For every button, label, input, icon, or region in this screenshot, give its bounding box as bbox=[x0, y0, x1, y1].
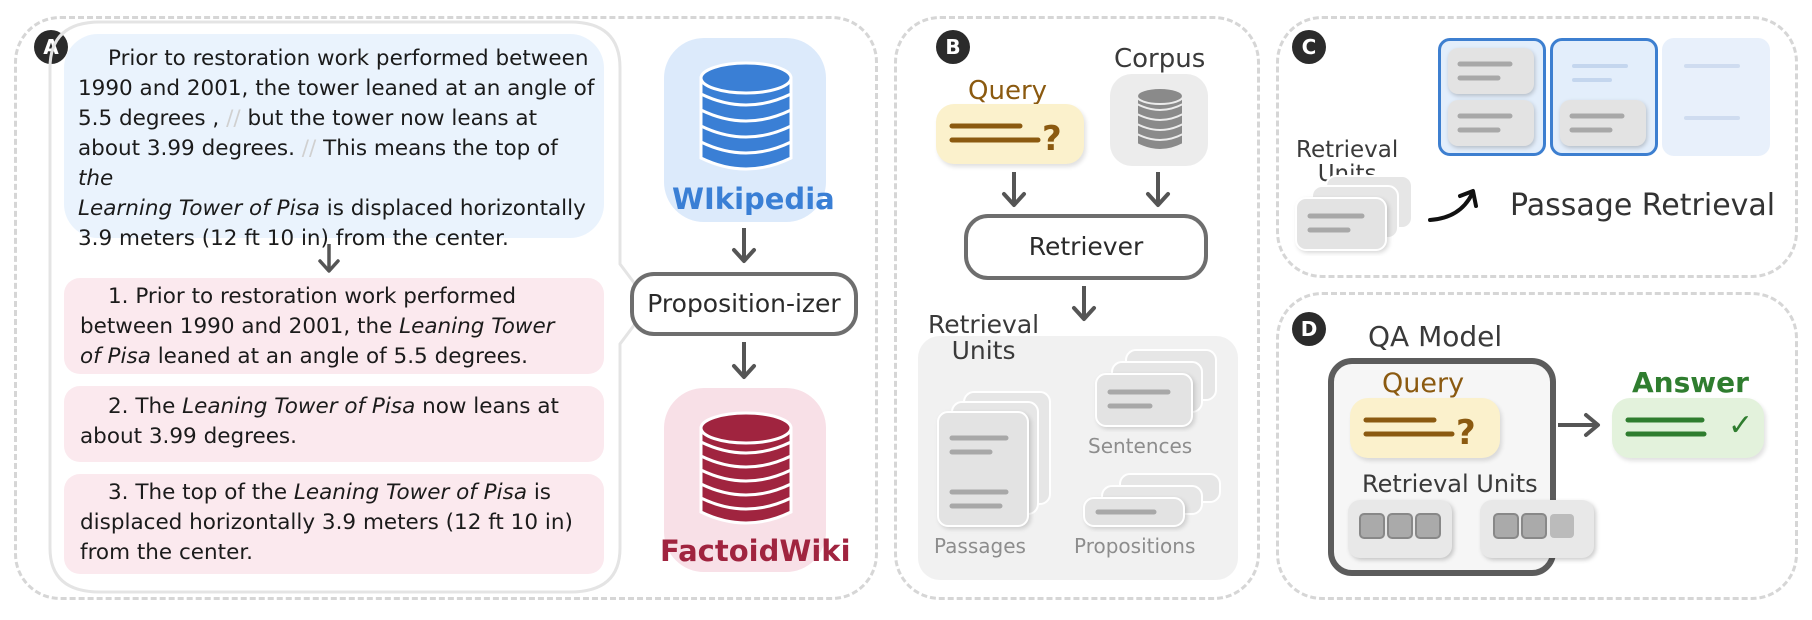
source-line-4b: This means the top of bbox=[323, 136, 558, 161]
retrieved-units-chips bbox=[1348, 500, 1594, 558]
prop-2-line-2: about 3.99 degrees. bbox=[80, 424, 297, 449]
source-line-3b: but the tower now leans at bbox=[247, 106, 538, 131]
panel-b-badge: B bbox=[936, 30, 970, 64]
panel-c bbox=[1276, 16, 1798, 278]
passage-bubble-outline bbox=[48, 20, 640, 594]
proposition-2: 2. The Leaning Tower of Pisa now leans a… bbox=[64, 386, 604, 462]
source-line-3: 5.5 degrees , bbox=[78, 106, 220, 131]
propositionizer-label: Proposition-izer bbox=[647, 289, 841, 318]
source-passage: Prior to restoration work performed betw… bbox=[78, 44, 598, 254]
source-line-2: 1990 and 2001, the tower leaned at an an… bbox=[78, 76, 595, 101]
prop-2-line-1c: now leans at bbox=[415, 394, 559, 419]
propositionizer-box: Proposition-izer bbox=[630, 272, 858, 336]
retrieval-units-label-c: Retrieval Units bbox=[1296, 137, 1399, 187]
down-arrow-icon bbox=[1146, 172, 1170, 207]
passage-card-1-units bbox=[1448, 48, 1534, 146]
passage-card-2-units bbox=[1560, 64, 1646, 146]
passage-retrieval-label: Passage Retrieval bbox=[1510, 188, 1776, 223]
prop-1-line-2b: Leaning Tower bbox=[399, 314, 555, 339]
checkmark-icon: ✓ bbox=[1728, 408, 1754, 443]
panel-d bbox=[1276, 292, 1798, 600]
qa-retrieval-units-label: Retrieval Units bbox=[1362, 470, 1538, 498]
down-arrow-icon bbox=[1002, 172, 1026, 207]
source-line-1: Prior to restoration work performed betw… bbox=[108, 46, 589, 71]
factoidwiki-database-icon bbox=[699, 411, 793, 525]
prop-2-line-1a: 2. The bbox=[108, 394, 183, 419]
qa-query-card bbox=[1350, 398, 1500, 458]
sentences-label: Sentences bbox=[1088, 434, 1193, 458]
propositions-label: Propositions bbox=[1074, 534, 1196, 558]
passages-stack-icon bbox=[937, 391, 1051, 527]
retrieval-units-stack-icon bbox=[1295, 175, 1413, 251]
retriever-label: Retriever bbox=[1028, 232, 1144, 261]
propositions-stack-icon bbox=[1083, 473, 1221, 527]
query-label: Query bbox=[968, 76, 1048, 106]
svg-text:?: ? bbox=[1042, 119, 1062, 158]
answer-lines-icon bbox=[1625, 417, 1707, 437]
separator-mark: // bbox=[301, 136, 317, 161]
source-line-5b: is displaced horizontally bbox=[326, 196, 586, 221]
wikipedia-database-icon bbox=[699, 61, 793, 171]
panel-c-badge: C bbox=[1292, 30, 1326, 64]
query-icon: ? bbox=[949, 119, 1062, 158]
passages-label: Passages bbox=[934, 534, 1026, 558]
curved-arrow-icon bbox=[1428, 189, 1478, 222]
factoidwiki-label: FactoidWiki bbox=[660, 534, 851, 568]
panel-a bbox=[14, 16, 878, 600]
down-arrow-icon bbox=[732, 342, 756, 379]
proposition-3: 3. The top of the Leaning Tower of Pisa … bbox=[64, 474, 604, 574]
down-arrow-icon bbox=[1072, 286, 1096, 321]
prop-3-line-3: from the center. bbox=[80, 540, 254, 565]
qa-query-icon: ? bbox=[1363, 413, 1476, 452]
prop-1-line-2a: between 1990 and 2001, the bbox=[80, 314, 400, 339]
corpus-database-icon bbox=[1136, 87, 1184, 151]
panel-b bbox=[894, 16, 1260, 600]
prop-1-line-3b: leaned at an angle of 5.5 degrees. bbox=[150, 344, 528, 369]
retriever-box: Retriever bbox=[964, 214, 1208, 280]
source-line-4c: the bbox=[78, 166, 114, 191]
prop-2-line-1b: Leaning Tower of Pisa bbox=[182, 394, 416, 419]
prop-3-line-1c: is bbox=[527, 480, 552, 505]
sentences-stack-icon bbox=[1095, 349, 1217, 427]
qa-model-label: QA Model bbox=[1368, 320, 1503, 353]
retrieval-units-label-b: Retrieval Units bbox=[928, 310, 1040, 365]
prop-1-line-3a: of Pisa bbox=[80, 344, 151, 369]
proposition-1: 1. Prior to restoration work performed b… bbox=[64, 278, 604, 374]
passage-card-3 bbox=[1662, 38, 1770, 156]
prop-3-line-1b: Leaning Tower of Pisa bbox=[293, 480, 527, 505]
prop-1-line-1: 1. Prior to restoration work performed bbox=[108, 284, 516, 309]
source-passage-box bbox=[64, 34, 604, 238]
svg-text:?: ? bbox=[1456, 413, 1476, 452]
qa-query-label: Query bbox=[1382, 368, 1465, 399]
prop-3-line-1a: 3. The top of the bbox=[108, 480, 294, 505]
source-line-4: about 3.99 degrees. bbox=[78, 136, 295, 161]
down-arrow-icon bbox=[732, 228, 756, 263]
corpus-label: Corpus bbox=[1114, 44, 1206, 74]
right-arrow-icon bbox=[1558, 413, 1600, 437]
panel-d-badge: D bbox=[1292, 312, 1326, 346]
separator-mark: // bbox=[226, 106, 241, 131]
answer-label: Answer bbox=[1632, 366, 1749, 399]
prop-3-line-2: displaced horizontally 3.9 meters (12 ft… bbox=[80, 510, 573, 535]
source-line-5: Learning Tower of Pisa bbox=[78, 196, 320, 221]
down-arrow-icon bbox=[318, 244, 340, 273]
source-line-6: 3.9 meters (12 ft 10 in) from the center… bbox=[78, 226, 509, 251]
answer-card bbox=[1612, 398, 1764, 458]
query-card bbox=[936, 104, 1084, 164]
passage-card-3-lines bbox=[1684, 64, 1740, 120]
wikipedia-label: WIkipedia bbox=[672, 182, 835, 216]
